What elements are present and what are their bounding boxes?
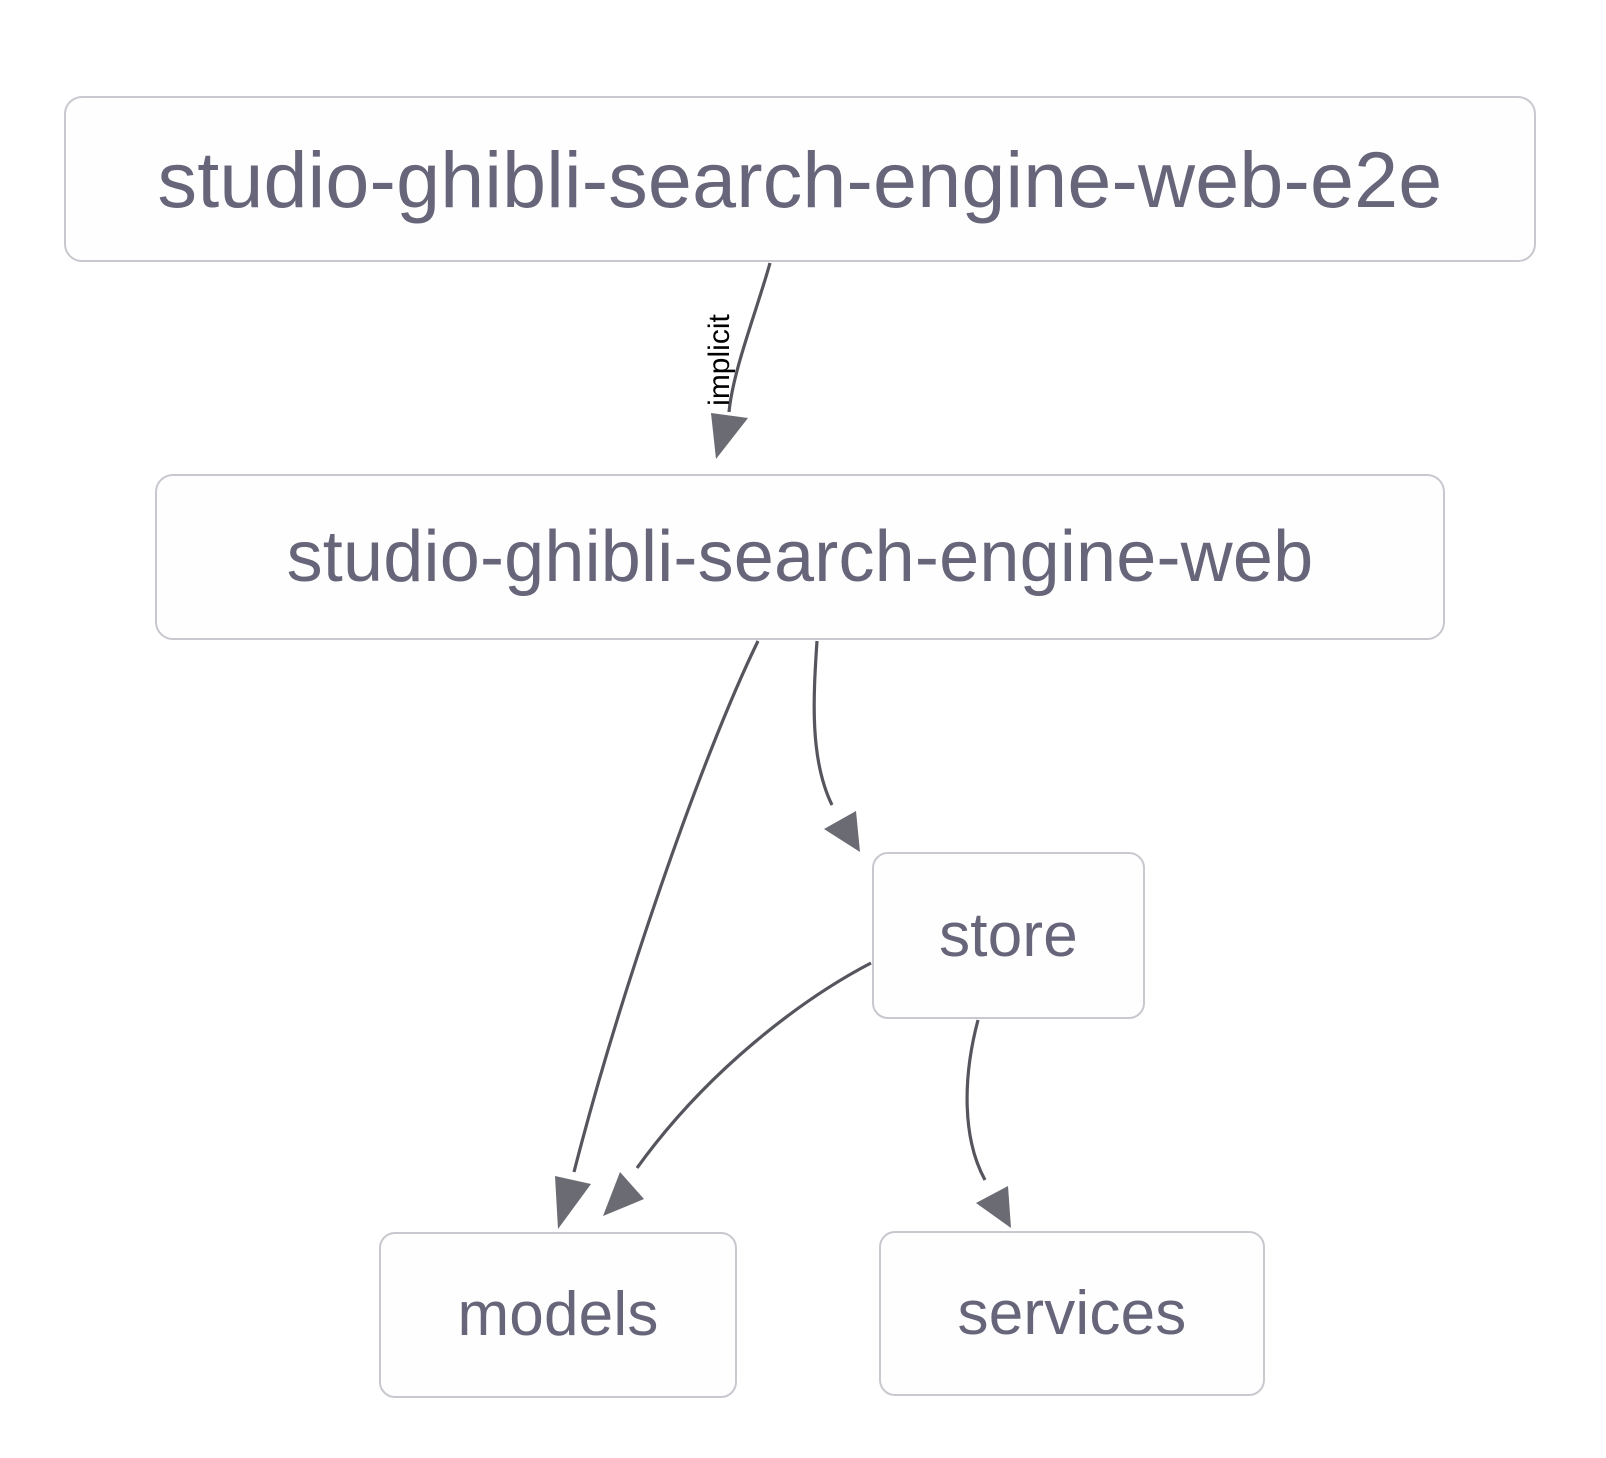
edge-label-implicit: implicit <box>703 314 736 406</box>
edge-web-to-store <box>812 640 860 852</box>
node-label: services <box>957 1278 1187 1348</box>
node-label: studio-ghibli-search-engine-web <box>286 517 1314 597</box>
node-label: models <box>457 1280 659 1349</box>
node-store[interactable]: store <box>872 852 1145 1019</box>
edge-web-to-models <box>555 640 760 1229</box>
edge-store-to-models <box>603 961 872 1216</box>
node-models[interactable]: models <box>379 1232 737 1398</box>
node-studio-ghibli-search-engine-web[interactable]: studio-ghibli-search-engine-web <box>155 474 1445 640</box>
node-label: studio-ghibli-search-engine-web-e2e <box>157 134 1443 224</box>
edge-store-to-services <box>965 1019 1011 1228</box>
node-services[interactable]: services <box>879 1231 1265 1396</box>
node-label: store <box>939 900 1078 970</box>
node-studio-ghibli-search-engine-web-e2e[interactable]: studio-ghibli-search-engine-web-e2e <box>64 96 1536 262</box>
